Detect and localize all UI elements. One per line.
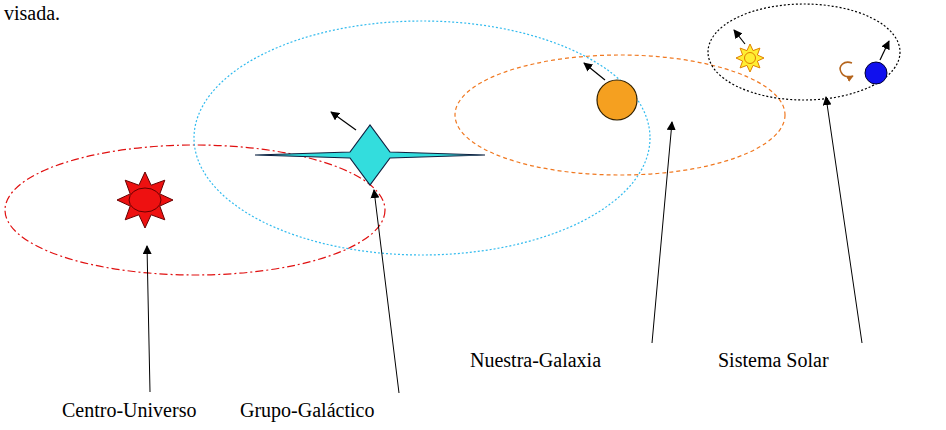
leader-line [147, 246, 150, 392]
leader-line [826, 97, 862, 343]
solar-orbit [708, 4, 900, 100]
rotation-arrow [840, 62, 853, 77]
motion-arrow [880, 41, 889, 60]
galactic-group [255, 125, 485, 185]
leader-line [374, 190, 399, 393]
motion-arrow [584, 63, 605, 80]
universe-orbit [5, 145, 385, 275]
part-label: Centro-Universo [62, 398, 196, 422]
note-text: visada. [4, 1, 60, 25]
universe-center [117, 172, 173, 228]
galaxy-orbit [455, 55, 785, 175]
motion-arrow [331, 112, 356, 130]
part-label: Nuestra-Galaxia [470, 348, 601, 372]
part-label: Grupo-Galáctico [240, 398, 374, 422]
planet [865, 62, 887, 84]
sun [736, 44, 764, 72]
leader-line [652, 122, 672, 343]
part-label: Sistema Solar [718, 348, 829, 372]
our-galaxy [597, 80, 637, 120]
motion-arrow [734, 30, 745, 44]
